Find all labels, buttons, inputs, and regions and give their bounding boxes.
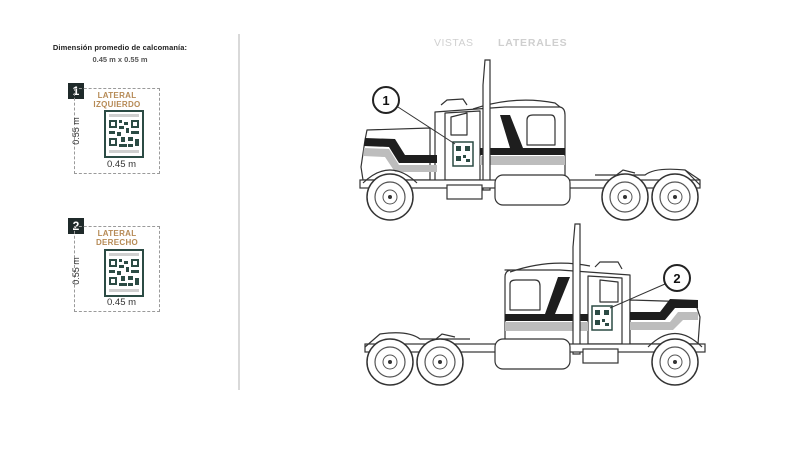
truck-left-side-view: 1 bbox=[359, 59, 701, 221]
truck-right-side-view: 2 bbox=[364, 223, 706, 386]
callout-1: 1 bbox=[372, 86, 456, 145]
decal-title-line1: LATERAL bbox=[97, 229, 137, 238]
decal-width-label: 0.45 m bbox=[107, 159, 137, 170]
decal-height-label: 0.55 m bbox=[70, 257, 81, 285]
truck-stripes bbox=[505, 277, 698, 331]
decal-title-line2: DERECHO bbox=[95, 238, 139, 247]
svg-text:2: 2 bbox=[673, 271, 680, 286]
panel-divider bbox=[238, 34, 240, 390]
decal-right-side: LATERAL DERECHO bbox=[74, 226, 160, 312]
qr-code-icon bbox=[104, 110, 144, 158]
dimension-title: Dimensión promedio de calcomanía: bbox=[52, 43, 188, 52]
svg-text:1: 1 bbox=[382, 93, 389, 108]
truck-wheels bbox=[362, 169, 699, 221]
door-qr-decal bbox=[452, 141, 474, 167]
dimension-value: 0.45 m x 0.55 m bbox=[92, 55, 148, 64]
decal-title-line2: IZQUIERDO bbox=[93, 100, 141, 109]
decal-title-line1: LATERAL bbox=[97, 91, 137, 100]
title-bold: LATERALES bbox=[498, 37, 568, 49]
truck-wheels bbox=[366, 333, 703, 386]
callout-2: 2 bbox=[609, 264, 691, 309]
qr-code-icon bbox=[104, 249, 144, 297]
decal-left-side: LATERAL IZQUIERDO bbox=[74, 88, 160, 174]
title-light: VISTAS bbox=[434, 37, 474, 49]
decal-width-label: 0.45 m bbox=[107, 297, 137, 308]
decal-number-1: 1 bbox=[68, 83, 84, 99]
decal-height-label: 0.55 m bbox=[70, 117, 81, 145]
decal-dimensions-panel: Dimensión promedio de calcomanía: 0.45 m… bbox=[0, 0, 238, 449]
door-qr-decal bbox=[591, 305, 613, 331]
